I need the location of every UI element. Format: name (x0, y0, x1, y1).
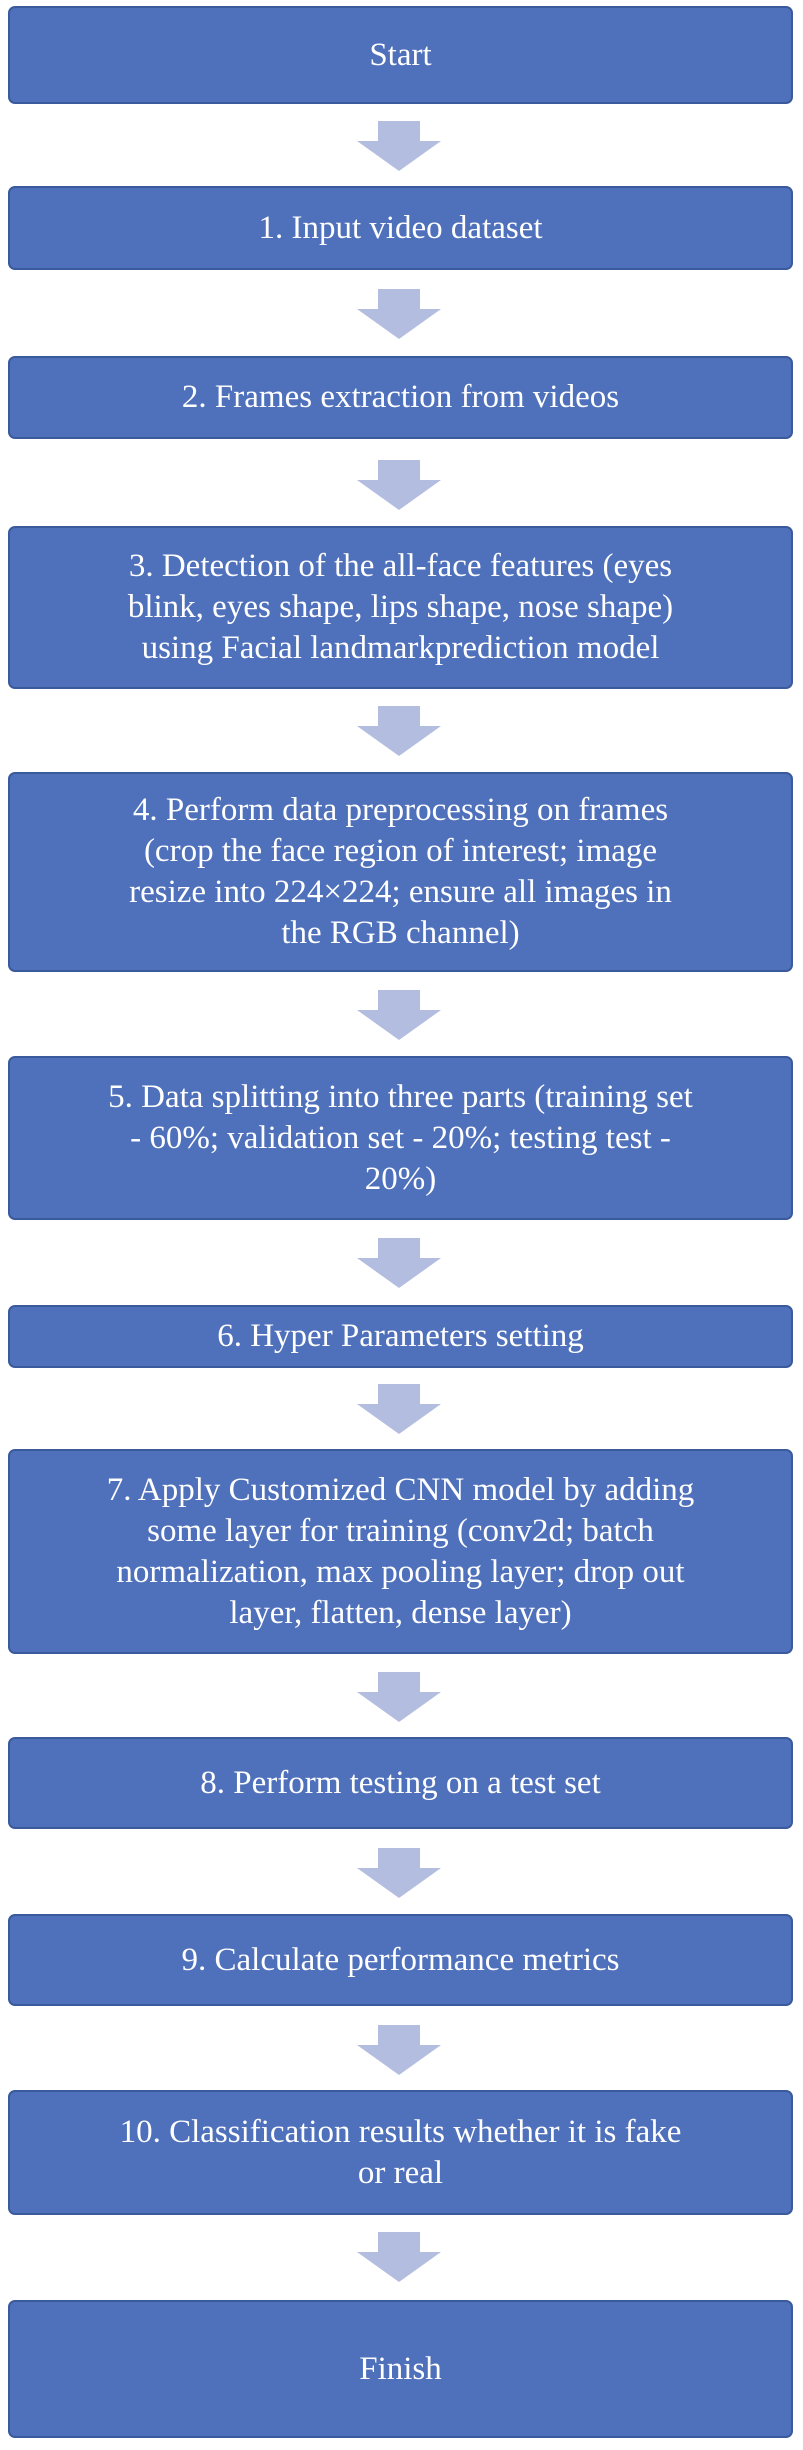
step-9-performance-metrics: 9. Calculate performance metrics (8, 1914, 793, 2006)
step-label: 5. Data splitting into three parts (trai… (108, 1078, 693, 1197)
down-arrow-icon (357, 1848, 441, 1898)
step-label: 8. Perform testing on a test set (200, 1764, 601, 1801)
step-7-customized-cnn-model: 7. Apply Customized CNN model by adding … (8, 1449, 793, 1654)
step-5-data-splitting: 5. Data splitting into three parts (trai… (8, 1056, 793, 1220)
step-label: 1. Input video dataset (258, 209, 543, 246)
down-arrow-icon (357, 2232, 441, 2282)
step-6-hyper-parameters: 6. Hyper Parameters setting (8, 1305, 793, 1368)
down-arrow-icon (357, 289, 441, 339)
step-3-face-feature-detection: 3. Detection of the all-face features (e… (8, 526, 793, 689)
down-arrow-icon (357, 2025, 441, 2075)
step-label: 3. Detection of the all-face features (e… (127, 548, 674, 666)
step-label: 4. Perform data preprocessing on frames … (129, 792, 672, 951)
step-4-data-preprocessing: 4. Perform data preprocessing on frames … (8, 772, 793, 972)
step-8-testing: 8. Perform testing on a test set (8, 1737, 793, 1829)
down-arrow-icon (357, 1238, 441, 1288)
down-arrow-icon (357, 460, 441, 510)
down-arrow-icon (357, 706, 441, 756)
step-label: 2. Frames extraction from videos (181, 379, 620, 415)
down-arrow-icon (357, 1384, 441, 1434)
step-label: 7. Apply Customized CNN model by adding … (106, 1471, 695, 1631)
step-finish: Finish (8, 2300, 793, 2438)
step-1-input-video-dataset: 1. Input video dataset (8, 186, 793, 270)
down-arrow-icon (357, 121, 441, 171)
step-label: 9. Calculate performance metrics (181, 1941, 620, 1978)
down-arrow-icon (357, 990, 441, 1040)
step-label: 6. Hyper Parameters setting (217, 1318, 584, 1354)
down-arrow-icon (357, 1672, 441, 1722)
step-2-frames-extraction: 2. Frames extraction from videos (8, 356, 793, 439)
step-10-classification-results: 10. Classification results whether it is… (8, 2090, 793, 2215)
step-label: Finish (359, 2350, 442, 2387)
step-label: Start (369, 36, 432, 73)
step-start: Start (8, 6, 793, 104)
step-label: 10. Classification results whether it is… (119, 2113, 682, 2191)
